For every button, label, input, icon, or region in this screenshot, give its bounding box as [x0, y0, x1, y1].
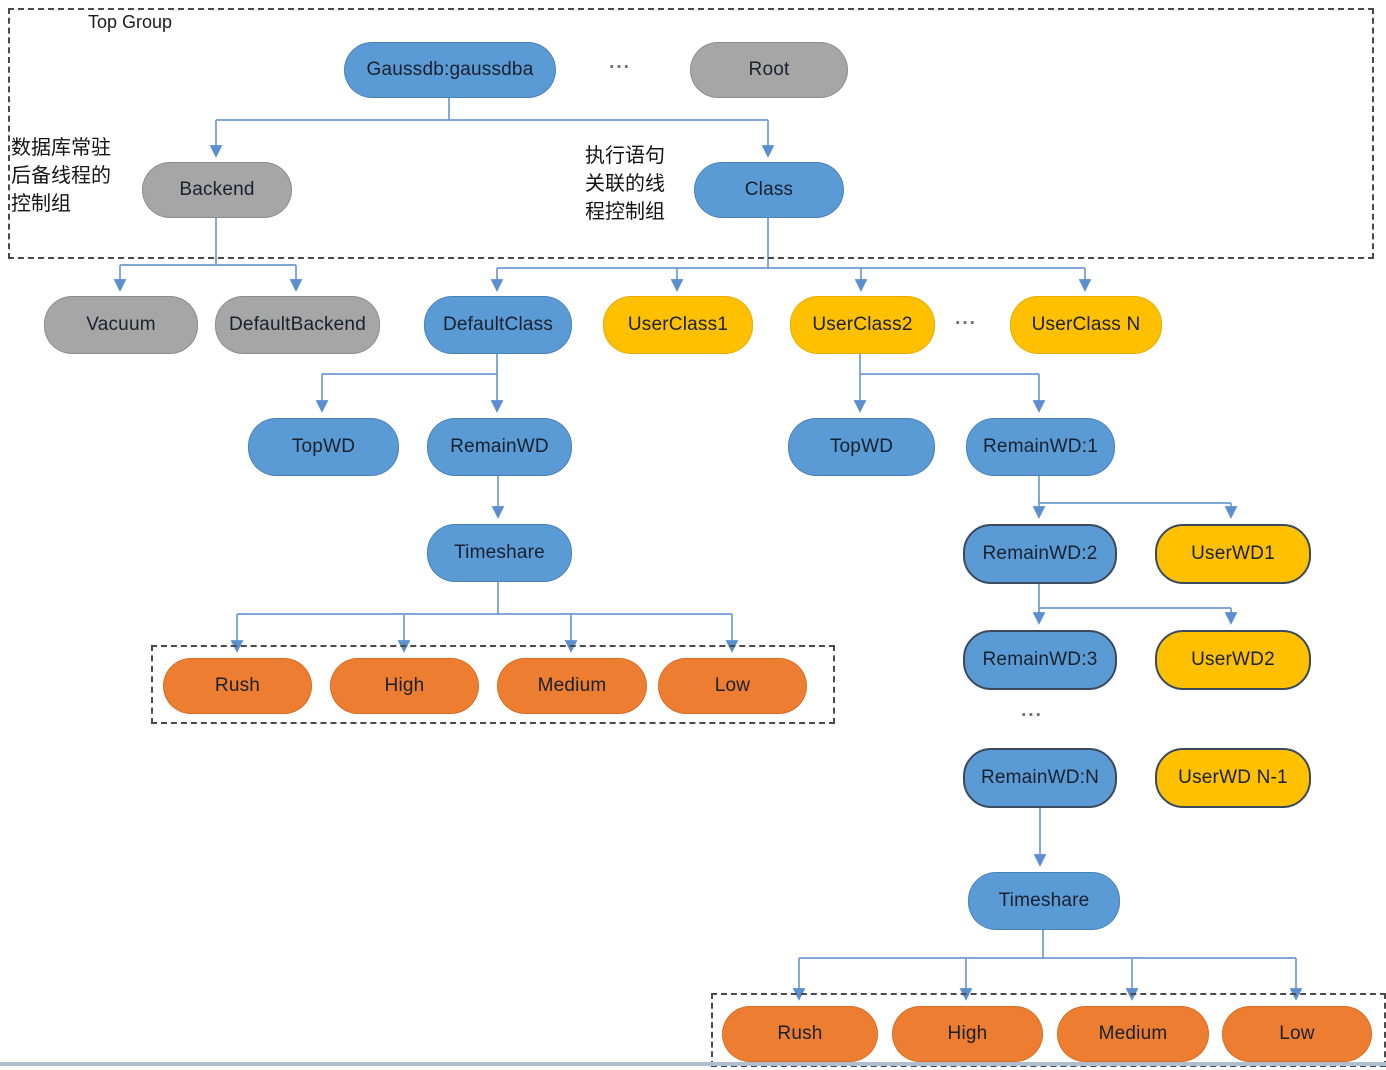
backend-note: 数据库常驻 后备线程的 控制组 — [11, 134, 111, 218]
node-root: Root — [690, 42, 848, 98]
node-high-bottom: High — [892, 1006, 1043, 1062]
node-remainwd-2: RemainWD:2 — [963, 524, 1117, 584]
node-class: Class — [694, 162, 844, 218]
node-medium-left: Medium — [497, 658, 647, 714]
node-topwd-left: TopWD — [248, 418, 399, 476]
node-user-class-n: UserClass N — [1010, 296, 1162, 354]
class-note: 执行语句 关联的线 程控制组 — [585, 142, 665, 226]
class-note-line: 关联的线 — [585, 173, 665, 195]
node-user-class-1: UserClass1 — [603, 296, 753, 354]
node-userwd-2: UserWD2 — [1155, 630, 1311, 690]
timeshare-queues-box-bottom — [711, 993, 1386, 1067]
node-topwd-right: TopWD — [788, 418, 935, 476]
node-backend: Backend — [142, 162, 292, 218]
node-timeshare-right: Timeshare — [968, 872, 1120, 930]
class-note-line: 程控制组 — [585, 201, 665, 223]
node-timeshare-left: Timeshare — [427, 524, 572, 582]
node-userwd-1: UserWD1 — [1155, 524, 1311, 584]
top-group-box — [8, 8, 1374, 259]
ellipsis-top: ... — [609, 52, 631, 73]
node-remainwd-n: RemainWD:N — [963, 748, 1117, 808]
node-remainwd: RemainWD — [427, 418, 572, 476]
node-vacuum: Vacuum — [44, 296, 198, 354]
node-gaussdb: Gaussdb:gaussdba — [344, 42, 556, 98]
backend-note-line: 数据库常驻 — [11, 137, 111, 159]
node-default-backend: DefaultBackend — [215, 296, 380, 354]
node-low-bottom: Low — [1222, 1006, 1372, 1062]
class-note-line: 执行语句 — [585, 145, 665, 167]
bottom-divider — [0, 1062, 1386, 1066]
top-group-label: Top Group — [88, 12, 173, 32]
backend-note-line: 控制组 — [11, 193, 71, 215]
node-userwd-n-1: UserWD N-1 — [1155, 748, 1311, 808]
timeshare-queues-box-left — [151, 645, 835, 724]
node-user-class-2: UserClass2 — [790, 296, 935, 354]
node-default-class: DefaultClass — [424, 296, 572, 354]
node-remainwd-1: RemainWD:1 — [966, 418, 1115, 476]
node-high-left: High — [330, 658, 479, 714]
node-rush-left: Rush — [163, 658, 312, 714]
node-medium-bottom: Medium — [1057, 1006, 1209, 1062]
node-rush-bottom: Rush — [722, 1006, 878, 1062]
backend-note-line: 后备线程的 — [11, 165, 111, 187]
node-remainwd-3: RemainWD:3 — [963, 630, 1117, 690]
node-low-left: Low — [658, 658, 807, 714]
ellipsis-userclass: ... — [955, 308, 977, 329]
ellipsis-remainwd: ... — [1021, 700, 1043, 721]
